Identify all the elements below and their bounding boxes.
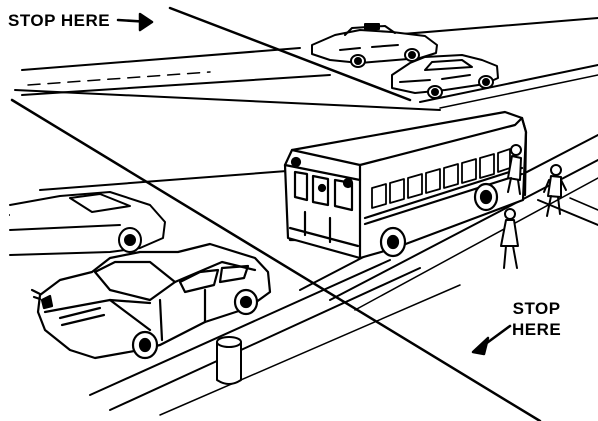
stop-line-diagonal — [168, 6, 412, 102]
stop-line-right — [537, 199, 598, 226]
road-edge-near-top — [14, 89, 441, 111]
person-at-bus-door — [507, 144, 522, 195]
road-edge-right-top — [419, 64, 598, 103]
crossroad-edge-1 — [39, 169, 301, 191]
stop-line-right-2 — [569, 197, 598, 211]
stop-here-label-top: STOP HERE — [8, 11, 111, 30]
person-walking-right — [543, 164, 567, 217]
car-left-back — [9, 191, 166, 256]
stop-here-label-bottom-right: STOP HERE — [512, 300, 561, 338]
road-edge-lower-2 — [109, 267, 421, 411]
road-edge-far-mid — [21, 74, 331, 96]
stop-label-line1: STOP — [512, 299, 561, 318]
here-label-line2: HERE — [512, 320, 562, 339]
crossing-line-left — [10, 98, 542, 421]
arrow-bottom-right — [471, 324, 512, 356]
road-centerline-far — [27, 71, 211, 86]
road-edge-lower-1 — [89, 259, 391, 396]
curbside-post — [216, 336, 242, 385]
person-child-walking — [500, 208, 519, 269]
road-edge-right-top2 — [439, 74, 598, 109]
police-car — [311, 23, 438, 68]
school-bus — [283, 110, 528, 260]
arrow-top — [116, 12, 154, 32]
car-upper-right — [391, 54, 499, 99]
car-front-large — [30, 242, 272, 360]
road-edge-lower-3 — [159, 284, 461, 416]
